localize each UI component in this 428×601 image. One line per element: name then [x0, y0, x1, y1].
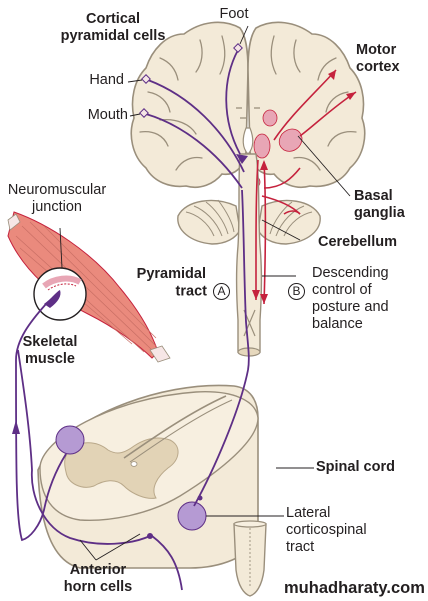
- left-hemisphere: [130, 21, 249, 189]
- spinal-cord-segment: [37, 384, 259, 569]
- pyramidal-tract-text: tract: [175, 283, 207, 300]
- leader-lines: [59, 25, 351, 561]
- purple-arrowheads: [12, 154, 248, 539]
- red-arrowheads: [252, 70, 356, 304]
- marker-b-wrap: B: [286, 283, 305, 300]
- label-lateral-2: corticospinal: [286, 522, 367, 538]
- label-hand: Hand: [89, 72, 124, 88]
- marker-a: A: [213, 283, 230, 300]
- label-mouth: Mouth: [87, 107, 128, 123]
- pyramidal-pathways: [15, 49, 250, 591]
- label-motor-cortex-1: Motor: [356, 42, 397, 58]
- label-pyramidal-tract-1: Pyramidal: [136, 266, 206, 282]
- label-basal-ganglia-2: ganglia: [354, 205, 405, 221]
- label-descending-3: posture and: [312, 299, 389, 315]
- left-sulci: [139, 35, 226, 171]
- label-descending-2: control of: [312, 282, 372, 298]
- label-skeletal-muscle-2: muscle: [25, 351, 75, 367]
- watermark: muhadharaty.com: [284, 579, 425, 597]
- label-lateral-3: tract: [286, 539, 315, 555]
- right-sulci: [270, 35, 357, 171]
- ventricle: [242, 127, 254, 155]
- basal-ganglia-structures: [251, 109, 303, 188]
- descending-pathways: [255, 69, 357, 305]
- label-foot: Foot: [219, 6, 249, 22]
- cortical-neurons: [139, 43, 243, 118]
- label-basal-ganglia-1: Basal: [354, 188, 393, 204]
- label-anterior-horn-cells-1: Anterior: [69, 562, 127, 578]
- label-motor-cortex-2: cortex: [356, 59, 400, 75]
- label-cortical-pyramidal-cells-1: Cortical: [86, 11, 140, 27]
- skeletal-muscle-structure: [7, 211, 171, 363]
- label-skeletal-muscle-1: Skeletal: [22, 334, 78, 350]
- label-cortical-pyramidal-cells-2: pyramidal cells: [60, 28, 166, 44]
- label-descending-1: Descending: [312, 265, 389, 281]
- label-cerebellum: Cerebellum: [318, 234, 397, 250]
- label-pyramidal-tract-2: tract A: [110, 283, 230, 300]
- midline-dashes: [236, 107, 260, 119]
- label-anterior-horn-cells-2: horn cells: [63, 579, 133, 595]
- marker-b: B: [288, 283, 305, 300]
- label-descending-4: balance: [312, 316, 363, 332]
- label-spinal-cord: Spinal cord: [316, 459, 395, 475]
- label-neuromuscular-junction-1: Neuromuscular: [7, 182, 107, 198]
- label-lateral-1: Lateral: [286, 505, 331, 521]
- right-hemisphere: [247, 21, 366, 189]
- spinal-cord-stub: [233, 520, 267, 597]
- label-neuromuscular-junction-2: junction: [32, 199, 82, 215]
